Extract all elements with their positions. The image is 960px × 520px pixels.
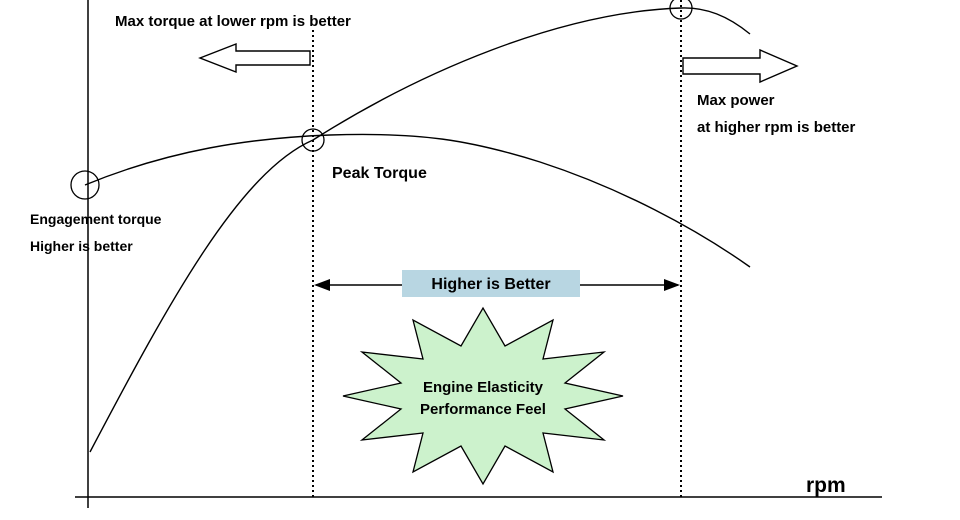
engagement-torque-marker (70, 170, 100, 200)
starburst-label-line2: Performance Feel (420, 401, 546, 418)
starburst-shape (342, 306, 624, 486)
max-power-marker (669, 0, 693, 20)
right-arrow-icon (682, 48, 799, 84)
range-label: Higher is Better (431, 276, 550, 293)
peak-torque-label: Peak Torque (332, 165, 427, 182)
left-arrow-icon (198, 42, 311, 74)
max-torque-note: Max torque at lower rpm is better (115, 13, 351, 30)
starburst-label-line1: Engine Elasticity (423, 379, 544, 396)
max-power-note-line1: Max power (697, 92, 775, 109)
power-curve (89, 7, 751, 453)
max-power-note-line2: at higher rpm is better (697, 119, 856, 136)
peak-torque-marker (301, 128, 325, 152)
engagement-torque-label-line1: Engagement torque (30, 211, 162, 227)
torque-curve (84, 133, 751, 268)
range-label-box (402, 270, 580, 297)
x-axis-label: rpm (806, 474, 846, 497)
engagement-torque-label-line2: Higher is better (30, 238, 133, 254)
